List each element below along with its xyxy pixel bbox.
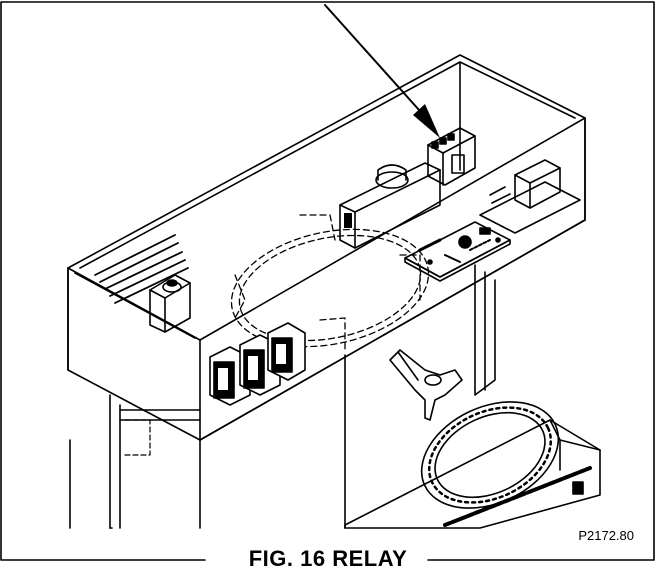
part-number-label: P2172.80 <box>578 528 634 543</box>
rocker-switch-icon <box>209 322 306 406</box>
timer-icon <box>339 162 441 249</box>
relay-icon <box>427 127 476 186</box>
heating-element-icon <box>94 234 189 304</box>
figure-caption-text: FIG. 16 RELAY <box>236 546 420 571</box>
figure-border <box>0 1 655 561</box>
transformer-icon <box>479 159 581 234</box>
control-box <box>67 54 586 441</box>
solenoid-valve-icon <box>149 274 191 333</box>
figure-caption: FIG. 16 RELAY <box>0 546 656 572</box>
circuit-board-icon <box>404 221 511 282</box>
brewer-stand <box>69 264 496 529</box>
warmer-plate-icon <box>344 401 601 529</box>
tank-outline <box>230 214 430 351</box>
arrow-icon <box>324 4 440 138</box>
faucet-icon <box>389 349 463 421</box>
